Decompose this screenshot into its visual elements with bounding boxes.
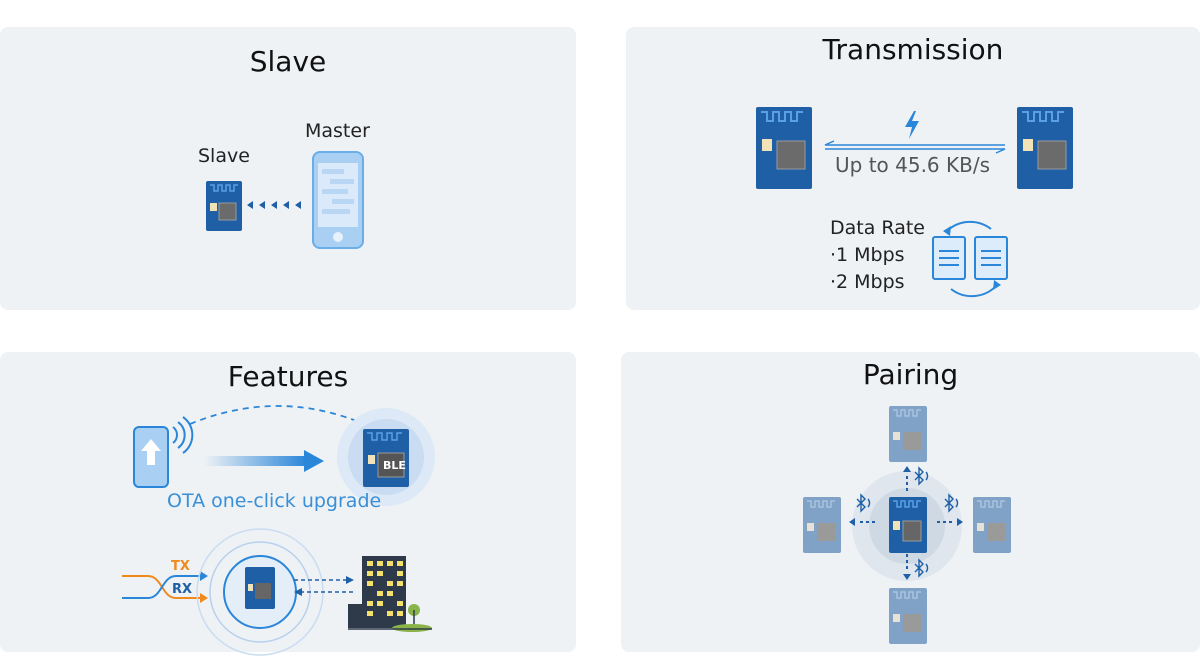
- transmission-panel: Transmission Up to 45.6 KB/s Data Rate ·…: [626, 27, 1200, 310]
- transmission-speed-label: Up to 45.6 KB/s: [835, 153, 991, 177]
- phone-upgrade-icon: [133, 416, 194, 488]
- transmission-panel-title: Transmission: [822, 33, 1004, 66]
- smart-building-icon: [348, 556, 432, 632]
- phone-icon: [312, 151, 364, 249]
- bluetooth-signal-top-icon: [903, 466, 929, 491]
- lightning-icon: [905, 111, 919, 139]
- slave-panel: Slave Slave Master: [0, 27, 576, 310]
- data-rate-1mbps: ·1 Mbps: [830, 244, 905, 266]
- features-panel-title: Features: [227, 360, 349, 393]
- ble-module-left-icon: [756, 107, 812, 189]
- ble-module-rings-icon: [196, 528, 324, 656]
- ble-module-center-icon: [889, 497, 927, 553]
- ble-chip-icon: [337, 408, 435, 506]
- ble-module-top-icon: [889, 406, 927, 462]
- tx-label: TX: [171, 559, 190, 574]
- ble-chip-label: BLE: [383, 459, 406, 472]
- data-rate-title: Data Rate: [830, 217, 925, 239]
- bluetooth-signal-bottom-icon: [903, 554, 929, 580]
- ble-module-bottom-icon: [889, 588, 927, 644]
- ble-module-icon: [206, 181, 242, 231]
- ble-module-right-icon: [1017, 107, 1073, 189]
- slave-label: Slave: [198, 145, 250, 167]
- features-panel: Features BLE OTA one-click upgrade: [0, 352, 576, 656]
- ota-upgrade-label: OTA one-click upgrade: [167, 490, 382, 512]
- ble-module-left-icon: [803, 497, 841, 553]
- ble-module-right-icon: [973, 497, 1011, 553]
- pairing-panel-title: Pairing: [862, 358, 959, 391]
- bluetooth-signal-left-icon: [849, 493, 875, 526]
- slave-panel-title: Slave: [249, 45, 327, 78]
- pairing-panel: Pairing: [621, 352, 1200, 652]
- bidirectional-arrows-icon: [824, 140, 1006, 154]
- tx-rx-lines-icon: [122, 571, 208, 603]
- bluetooth-signal-right-icon: [937, 493, 963, 526]
- signal-arrows-icon: [247, 201, 301, 209]
- rx-label: RX: [172, 582, 193, 597]
- master-label: Master: [305, 120, 370, 142]
- data-rate-2mbps: ·2 Mbps: [830, 271, 905, 293]
- bidirectional-dashed-arrows-icon: [294, 576, 356, 596]
- gradient-arrow-icon: [204, 450, 324, 472]
- document-sync-icon: [932, 220, 1008, 298]
